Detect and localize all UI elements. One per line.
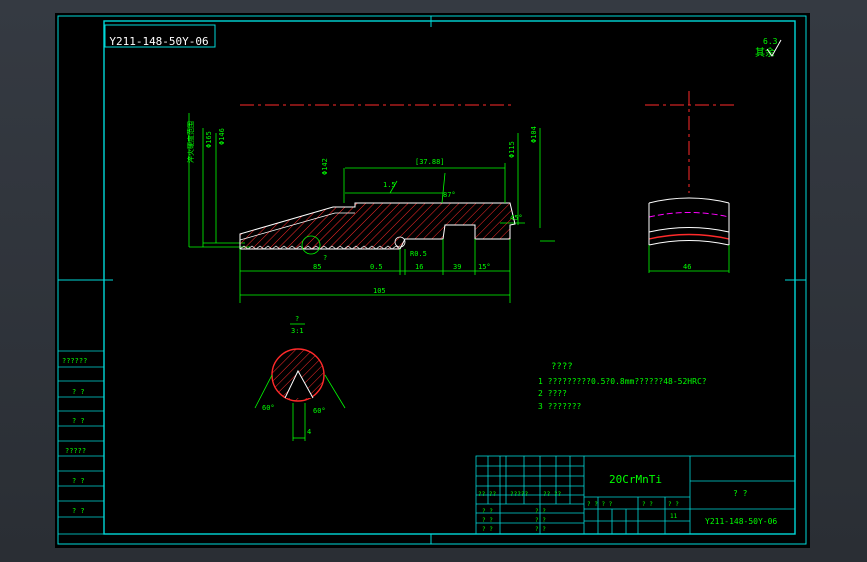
note-2: 2 ???? (538, 389, 567, 398)
title-bm-3: ? ? (535, 526, 546, 533)
dim-85: 85 (313, 263, 321, 271)
title-material: 20CrMnTi (609, 473, 662, 486)
stamp-1: ?????? (62, 357, 87, 365)
detail-angle-left: 60° (262, 404, 275, 412)
surface-finish-text: 其余 (755, 46, 775, 59)
dim-angle-87: 87° (443, 191, 456, 199)
title-row-1: ?? ?? (478, 491, 496, 498)
mirrored-drawing-code: Y211-148-50Y-06 (109, 35, 208, 48)
notes-title: ???? (551, 362, 573, 372)
title-drawing-no: Y211-148-50Y-06 (705, 517, 777, 526)
dim-chamfer: 45° (510, 214, 523, 222)
title-bm-2: ? ? (535, 517, 546, 524)
left-dim-label-3: Φ146 (218, 128, 226, 145)
section-top-dims (343, 163, 506, 204)
left-dim-label-1: 淬火硬度范围 (186, 121, 195, 163)
title-scale-2: ? ? (642, 501, 653, 508)
title-scale-4: 11 (670, 513, 678, 520)
detail-width: 4 (307, 428, 311, 436)
detail-callout: ? (323, 254, 327, 262)
section-bottom-dims (239, 239, 511, 303)
title-bm-1: ? ? (535, 508, 546, 515)
title-row-2: ????? (510, 491, 528, 498)
stamp-3: ? ? (72, 417, 85, 425)
surface-finish-value: 6.3 (763, 37, 778, 46)
outer-frame (57, 15, 807, 545)
dim-phi142: Φ142 (321, 158, 329, 175)
dim-angle-small: 1.5 (383, 181, 396, 189)
right-arc-view (645, 91, 735, 273)
title-block-grid (475, 455, 796, 535)
frame-ticks (58, 16, 806, 544)
title-row-3: ?? ?? (543, 491, 561, 498)
dim-total-105: 105 (373, 287, 386, 295)
right-dim-label-2: Φ104 (530, 126, 538, 143)
stamp-5: ? ? (72, 477, 85, 485)
drawing-sheet: Y211-148-50Y-06 其余 6.3 淬火硬度范围 Φ165 Φ146 … (55, 13, 810, 548)
title-part-name: ? ? (733, 489, 748, 498)
right-dim-label-1: Φ115 (508, 141, 516, 158)
dim-16: 16 (415, 263, 423, 271)
dim-37-88: [37.88] (415, 158, 445, 166)
dim-angle-15: 15° (478, 263, 491, 271)
title-bl-2: ? ? (482, 526, 493, 533)
title-bl-3: ? ? (482, 508, 493, 515)
dim-radius: R0.5 (410, 250, 427, 258)
title-scale-3: ? ? (668, 501, 679, 508)
dim-46: 46 (683, 263, 691, 271)
drawing-canvas: Y211-148-50Y-06 其余 6.3 淬火硬度范围 Φ165 Φ146 … (57, 15, 807, 545)
stamp-2: ? ? (72, 388, 85, 396)
left-dim-label-2: Φ165 (205, 131, 213, 148)
note-1: 1 ?????????0.5?0.8mm??????48-52HRC? (538, 377, 707, 386)
detail-scale: 3:1 (291, 327, 304, 335)
stamp-4: ????? (65, 447, 86, 455)
dim-0-5: 0.5 (370, 263, 383, 271)
section-view (239, 202, 516, 255)
mirrored-code-box (104, 24, 216, 48)
inner-frame (103, 20, 796, 535)
title-scale-1: ? ? ? ? (587, 501, 613, 508)
detail-label: ? (295, 315, 299, 323)
left-stamp-column (57, 279, 105, 535)
stamp-6: ? ? (72, 507, 85, 515)
detail-angle-right: 60° (313, 407, 326, 415)
surface-finish-icon (766, 39, 782, 57)
detail-view (254, 323, 346, 441)
title-bl-1: ? ? (482, 517, 493, 524)
dim-39: 39 (453, 263, 461, 271)
note-3: 3 ??????? (538, 402, 582, 411)
